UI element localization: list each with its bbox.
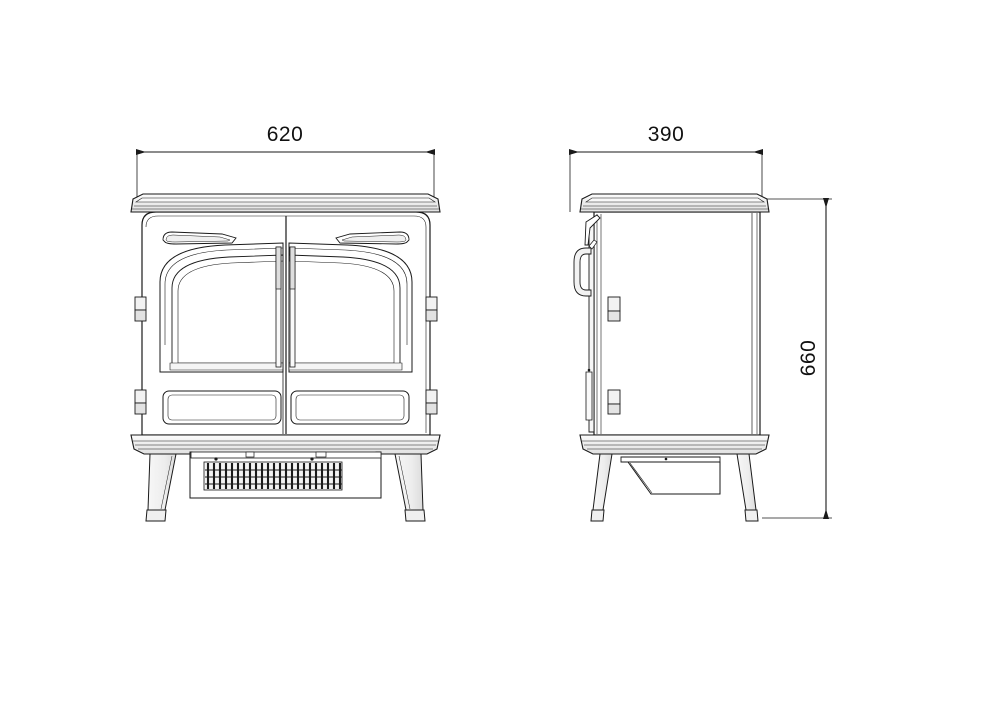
side-handle-loop: [573, 247, 592, 297]
side-top-plate-bevel: [585, 197, 765, 203]
left-door[interactable]: [159, 231, 284, 425]
dimension-height-660: 660: [797, 198, 829, 519]
left-top-relief-inner: [165, 234, 231, 243]
right-door[interactable]: [288, 231, 413, 425]
front-stove-body: [134, 211, 438, 436]
front-casing-inner: [145, 215, 427, 433]
right-hinges: [425, 296, 438, 415]
front-left-leg-edge: [160, 455, 173, 510]
left-hinge-lower-pin: [134, 402, 147, 415]
side-upper-hinge: [607, 296, 621, 312]
side-vent-lip: [620, 456, 721, 463]
right-top-relief-inner: [341, 234, 407, 243]
vent-housing-lip: [190, 451, 382, 459]
right-door-glass-bar: [288, 362, 403, 371]
front-left-leg: [147, 453, 177, 511]
side-front-leg: [592, 453, 613, 511]
right-door-glass-inner: [288, 260, 395, 364]
side-vent-screw: [664, 457, 668, 461]
side-upper-hinge-pin: [607, 310, 621, 322]
vent-screw-right: [310, 457, 314, 461]
side-lower-hinge-pin: [607, 403, 621, 415]
dimension-width-620: 620: [136, 123, 435, 155]
dimension-label-620: 620: [267, 123, 304, 146]
left-lower-panel-inner: [167, 394, 277, 421]
vent-assembly: [189, 451, 382, 499]
vent-grille-border: [203, 461, 343, 491]
side-legs: [590, 453, 759, 522]
left-handle-knob: [275, 246, 282, 290]
right-hinge-lower: [425, 389, 438, 404]
side-top-bracket: [584, 214, 601, 246]
left-hinge-lower: [134, 389, 147, 404]
vent-grille: [203, 461, 343, 491]
front-legs: [145, 453, 426, 522]
front-right-foot: [404, 509, 426, 522]
dimension-label-390: 390: [648, 123, 685, 146]
front-right-leg-edge: [398, 455, 411, 510]
side-rear-leg: [736, 453, 757, 511]
dimension-depth-390: 390: [569, 123, 763, 155]
left-hinges: [134, 296, 147, 415]
left-door-arch-frame-inner: [164, 247, 284, 345]
side-hinges: [607, 296, 621, 415]
front-left-foot: [145, 509, 167, 522]
vent-lip-notch-right: [315, 451, 327, 458]
side-top-plate: [579, 193, 770, 213]
side-rear-foot: [744, 509, 759, 522]
side-door-handle[interactable]: [573, 239, 598, 297]
right-hinge-upper-pin: [425, 309, 438, 322]
dimension-label-660: 660: [797, 340, 820, 377]
right-lower-panel-inner: [295, 394, 405, 421]
right-hinge-lower-pin: [425, 402, 438, 415]
vent-screw-left: [214, 457, 218, 461]
side-lower-hinge: [607, 389, 621, 405]
side-stove-body: [573, 211, 761, 436]
top-plate-bevel: [135, 197, 436, 203]
side-base-plinth-body: [579, 434, 770, 455]
front-view: 620: [130, 123, 441, 522]
front-right-leg: [394, 453, 424, 511]
base-plinth-body: [130, 434, 441, 455]
left-hinge-upper: [134, 296, 147, 311]
right-handle-knob: [289, 246, 296, 290]
side-vent-box: [620, 456, 721, 495]
side-handle-neck: [588, 239, 598, 250]
side-bracket-screw: [587, 368, 591, 372]
vent-lip-notch-left: [245, 451, 255, 458]
left-door-glass-bar: [169, 362, 284, 371]
left-door-glass-inner: [177, 260, 284, 364]
side-vent-body: [627, 461, 721, 495]
right-hinge-upper: [425, 296, 438, 311]
top-plate: [130, 193, 441, 213]
side-base-plinth: [579, 434, 770, 455]
left-hinge-upper-pin: [134, 309, 147, 322]
side-view: 390 660: [569, 123, 832, 522]
door-handles[interactable]: [275, 243, 296, 434]
side-front-foot: [590, 509, 605, 522]
base-plinth: [130, 434, 441, 455]
right-door-arch-frame-inner: [288, 247, 408, 345]
side-lower-bracket: [585, 371, 593, 421]
side-vent-edge: [629, 462, 653, 494]
